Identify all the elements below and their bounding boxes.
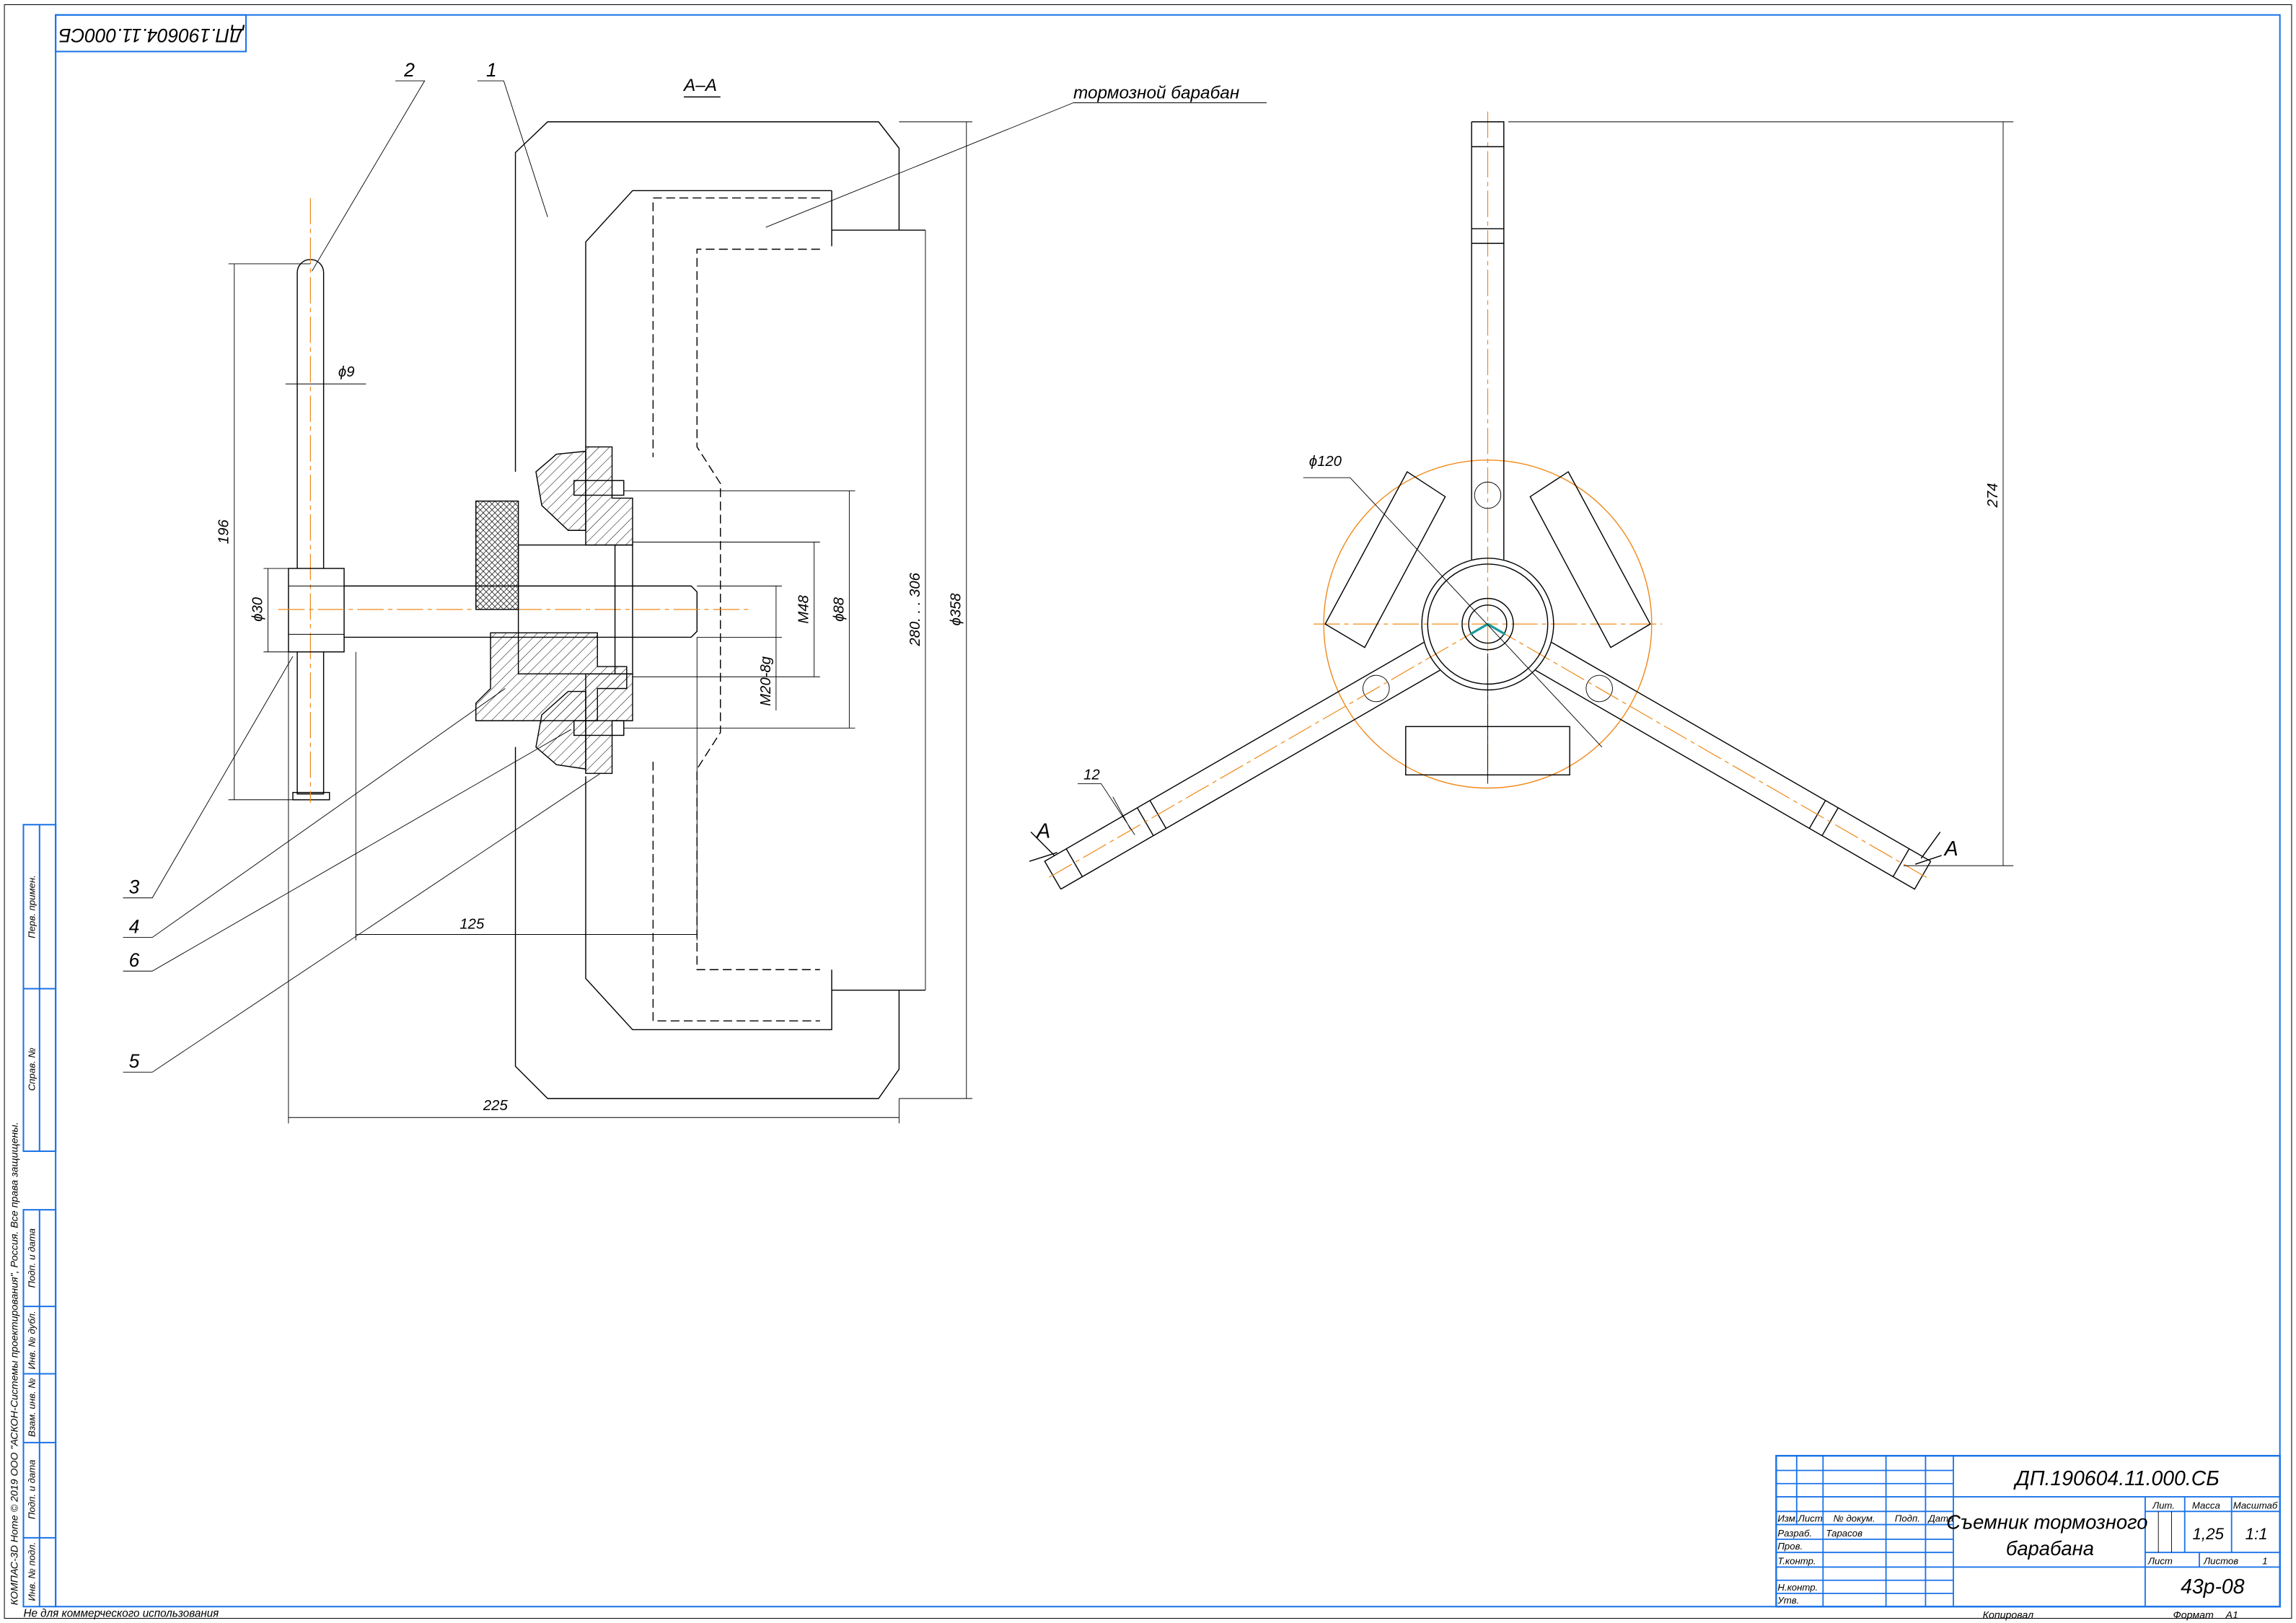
stamp-designation: ДП.190604.11.000СБ <box>58 25 245 46</box>
dim-12: 12 <box>1083 767 1100 783</box>
designation: ДП.190604.11.000.СБ <box>2013 1467 2220 1490</box>
section-view: А–А <box>278 76 925 1099</box>
mass-value: 1,25 <box>2192 1525 2224 1543</box>
callout-1: 1 <box>486 59 497 81</box>
noncommercial-text: Не для коммерческого использования <box>23 1607 219 1619</box>
outer-frame <box>4 4 2292 1619</box>
margin-label-vzam: Взам. инв. № <box>27 1378 38 1437</box>
role-razrab: Разраб. <box>1777 1528 1812 1539</box>
dim-m20: M20-8g <box>758 656 774 705</box>
right-dimensions: ϕ120 274 12 А А <box>1029 121 2014 866</box>
sheet-label: Лист <box>2147 1555 2173 1566</box>
dim-d88: ϕ88 <box>831 597 847 622</box>
dim-d9: ϕ9 <box>338 364 355 380</box>
role-nkontr: Н.контр. <box>1777 1582 1818 1593</box>
hdr-sign: Подп. <box>1895 1513 1920 1524</box>
handle-rod-end <box>292 791 330 801</box>
dim-274: 274 <box>1985 483 2001 509</box>
callout-5: 5 <box>129 1050 140 1072</box>
hook-bottom <box>535 690 586 770</box>
top-stamp: ДП.190604.11.000СБ <box>55 14 247 53</box>
hex-key-mark <box>1469 623 1506 635</box>
copied-label: Копировал <box>1983 1610 2034 1622</box>
brake-drum-outline <box>514 121 925 1099</box>
dim-125: 125 <box>459 916 485 932</box>
developer-name: Тарасов <box>1826 1528 1862 1539</box>
knurled-nut <box>475 500 519 610</box>
callout-4: 4 <box>129 915 140 937</box>
scale-label: Масштаб <box>2233 1500 2278 1510</box>
arm-right <box>1495 628 1932 890</box>
screw-head <box>288 568 345 653</box>
hdr-doc: № докум. <box>1834 1513 1875 1524</box>
format-value: А1 <box>2225 1610 2238 1622</box>
format-label: Формат <box>2173 1610 2214 1622</box>
jaw-left <box>1324 471 1446 648</box>
hub-nut <box>1461 597 1514 651</box>
hdr-date: Дата <box>1927 1513 1953 1524</box>
callout-drum: тормозной барабан <box>1073 83 1239 102</box>
dim-d358: ϕ358 <box>949 593 964 626</box>
product-name-line2: барабана <box>2006 1537 2094 1560</box>
callout-6: 6 <box>129 949 140 971</box>
scale-value: 1:1 <box>2246 1525 2268 1543</box>
group-code: 43р-08 <box>2181 1575 2245 1598</box>
arm-top <box>1471 121 1505 560</box>
cut-label-a-right: А <box>1943 837 1958 861</box>
dim-m48: M48 <box>796 594 812 623</box>
margin-label-perv: Перв. примен. <box>27 875 38 938</box>
hdr-list: Лист <box>1798 1513 1823 1524</box>
sheets-count: 1 <box>2262 1555 2267 1566</box>
arm-left <box>1044 628 1481 890</box>
inner-frame <box>55 14 2281 1608</box>
callout-3: 3 <box>129 876 140 898</box>
mass-label: Масса <box>2192 1500 2220 1510</box>
margin-label-inv-podl: Инв. № подл. <box>27 1542 38 1601</box>
lit-label: Лит. <box>2152 1500 2175 1510</box>
cut-label-a-left: А <box>1035 820 1050 843</box>
part-callouts: 1 2 тормозной барабан 3 4 6 5 <box>123 59 1267 1073</box>
dim-225: 225 <box>483 1098 509 1114</box>
front-view <box>1044 111 1932 890</box>
dim-280-306: 280. . . 306 <box>907 572 923 646</box>
copyright-text: КОМПАС-3D Home © 2019 ООО "АСКОН-Системы… <box>9 1122 20 1605</box>
margin-label-inv-dubl: Инв. № дубл. <box>27 1311 38 1369</box>
role-tkontr: Т.контр. <box>1777 1555 1816 1566</box>
dim-196: 196 <box>216 519 232 545</box>
hdr-izm: Изм. <box>1777 1513 1798 1524</box>
title-block: Изм. Лист № докум. Подп. Дата Разраб. Та… <box>1775 1454 2281 1622</box>
left-margin: Перв. примен. Справ. № Подп. и дата Инв.… <box>9 824 219 1619</box>
flange-top <box>585 446 633 546</box>
dim-d30: ϕ30 <box>250 597 265 622</box>
jaw-right <box>1529 471 1651 648</box>
margin-label-podp2: Подп. и дата <box>27 1460 38 1520</box>
section-label: А–А <box>682 76 717 95</box>
margin-label-sprav: Справ. № <box>27 1047 38 1091</box>
sheets-label: Листов <box>2203 1555 2238 1566</box>
role-utv: Утв. <box>1777 1595 1799 1606</box>
hook-top <box>535 450 586 531</box>
flange-bottom <box>585 673 633 774</box>
dim-d120: ϕ120 <box>1309 454 1342 470</box>
role-prov: Пров. <box>1777 1541 1803 1552</box>
left-dimensions: 196 ϕ30 ϕ9 125 225 M20-8g M48 ϕ88 280. .… <box>216 121 972 1124</box>
screw-shaft <box>344 585 698 638</box>
product-name-line1: Съемник тормозного <box>1946 1511 2147 1534</box>
callout-2: 2 <box>403 59 415 81</box>
margin-label-podp1: Подп. и дата <box>27 1228 38 1288</box>
